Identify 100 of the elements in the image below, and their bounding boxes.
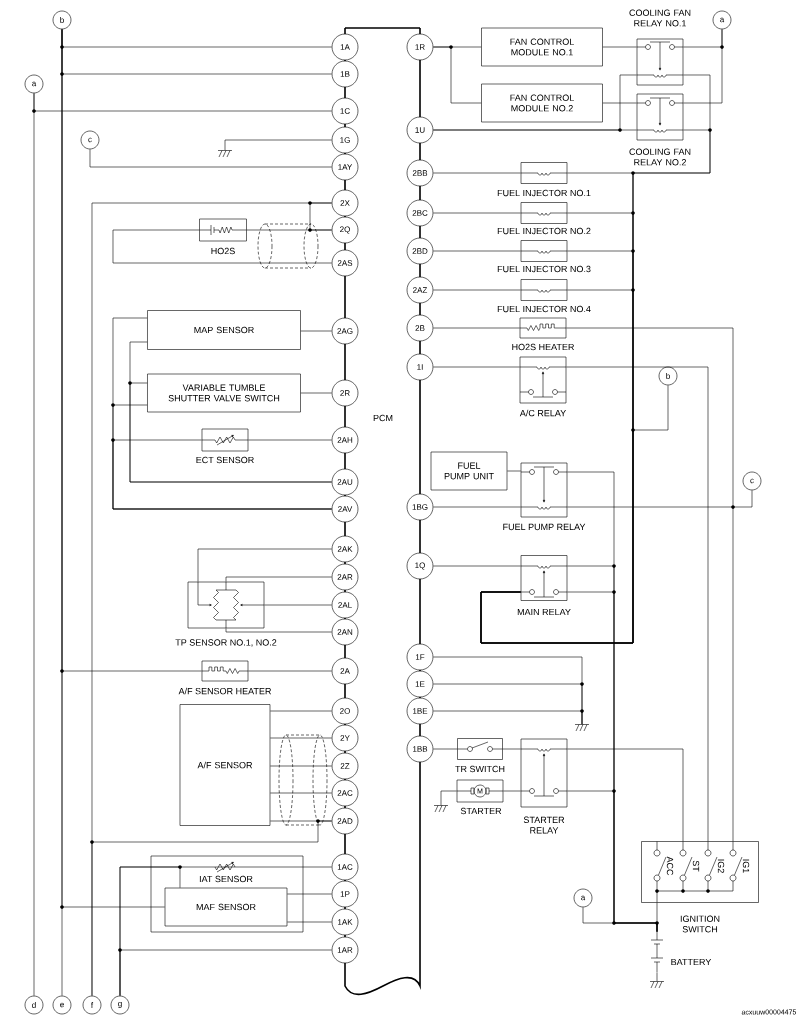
- wire: [61, 29, 165, 908]
- wire: [224, 139, 332, 151]
- wire: [507, 470, 521, 472]
- terminal-pin: 2Z: [331, 752, 359, 780]
- wire: [433, 327, 520, 329]
- wire: [433, 129, 637, 131]
- wire: [433, 506, 521, 508]
- wire: [225, 628, 332, 633]
- wire: [270, 737, 332, 739]
- terminal-pin: 1B: [331, 60, 359, 88]
- terminal-pin: 2AZ: [406, 276, 434, 304]
- wire: [602, 46, 637, 48]
- wire: [89, 149, 332, 168]
- component-label: BATTERY: [671, 958, 712, 966]
- terminal-pin: 2AH: [331, 426, 359, 454]
- terminal-pin: 1BE: [406, 697, 434, 725]
- terminal-pin: 1BG: [406, 493, 434, 521]
- wire: [566, 366, 709, 842]
- terminal-pin: 1AC: [331, 853, 359, 881]
- terminal-pin: 2AG: [331, 317, 359, 345]
- wire: [270, 710, 332, 712]
- wire: [309, 202, 332, 231]
- wire: [502, 748, 521, 750]
- wire: [503, 790, 521, 792]
- terminal-pin: 1P: [331, 880, 359, 908]
- wire: [433, 748, 458, 750]
- wire: [225, 576, 332, 582]
- terminal-pin: 1A: [331, 33, 359, 61]
- wire: [112, 229, 332, 264]
- terminal-pin: 1AY: [331, 153, 359, 181]
- terminal-pin: 2X: [331, 189, 359, 217]
- wire: [248, 439, 332, 441]
- wire: [433, 289, 521, 291]
- terminal-pin: 1BB: [406, 735, 434, 763]
- terminal-pin: 2AL: [331, 591, 359, 619]
- component-box: MAF SENSOR: [164, 887, 288, 927]
- terminal-pin: 2AN: [331, 618, 359, 646]
- component-box: VARIABLE TUMBLE SHUTTER VALVE SWITCH: [147, 373, 301, 413]
- terminal-pin: 2BC: [406, 199, 434, 227]
- terminal-pin: 2AD: [331, 807, 359, 835]
- wire: [433, 710, 583, 725]
- terminal-pin: 2R: [331, 379, 359, 407]
- ignition-switch: ACC ST IG2 IG1 IGNITION SWITCH: [641, 841, 759, 933]
- wire: [300, 330, 332, 332]
- wire: [433, 212, 521, 214]
- terminal-pin: 1AR: [331, 936, 359, 964]
- wire: [264, 604, 332, 606]
- terminal-pin: 1Q: [406, 552, 434, 580]
- terminal-pin: 2BD: [406, 237, 434, 265]
- ground-symbol: [574, 724, 590, 732]
- terminal-pin: 2AK: [331, 535, 359, 563]
- terminal-pin: 2A: [331, 657, 359, 685]
- wire: [480, 385, 669, 644]
- ground-symbol: [217, 150, 233, 158]
- wire: [270, 765, 332, 767]
- wire: [119, 949, 332, 996]
- wire: [602, 102, 637, 104]
- component-box: FAN CONTROL MODULE NO.1: [481, 27, 603, 67]
- wire: [656, 972, 658, 982]
- component-box: MAP SENSOR: [147, 310, 301, 350]
- terminal-pin: 2AC: [331, 779, 359, 807]
- battery-symbol: [650, 931, 664, 973]
- terminal-pin: 2AU: [331, 468, 359, 496]
- component-box: FAN CONTROL MODULE NO.2: [481, 83, 603, 123]
- ground-symbol: [649, 981, 665, 989]
- terminal-pin: 1I: [406, 353, 434, 381]
- wire: [566, 327, 734, 842]
- wire: [433, 172, 521, 174]
- terminal-pin: 2Q: [331, 216, 359, 244]
- terminal-pin: 2AR: [331, 563, 359, 591]
- wire: [91, 820, 332, 996]
- terminal-pin: 2BB: [406, 159, 434, 187]
- node-label: IGNITION SWITCH: [680, 915, 720, 933]
- wire: [129, 382, 332, 483]
- wire: [248, 670, 332, 672]
- terminal-pin: 1F: [406, 643, 434, 671]
- wire: [300, 392, 332, 394]
- terminal-pin: 1AK: [331, 908, 359, 936]
- wire: [433, 46, 482, 104]
- terminal-pin: 1U: [406, 116, 434, 144]
- terminal-pin: 2AV: [331, 495, 359, 523]
- wire: [112, 439, 332, 510]
- wire: [287, 893, 332, 895]
- wire: [567, 748, 684, 842]
- terminal-pin: 2AS: [331, 249, 359, 277]
- wire: [440, 790, 457, 806]
- wire: [287, 921, 332, 923]
- terminal-pin: 2O: [331, 697, 359, 725]
- wire: [433, 366, 520, 368]
- wire: [270, 792, 332, 794]
- terminal-pin: 2B: [406, 314, 434, 342]
- terminal-pin: 1C: [331, 97, 359, 125]
- wire: [197, 548, 332, 582]
- terminal-pin: 1G: [331, 126, 359, 154]
- terminal-pin: 1R: [406, 33, 434, 61]
- ground-symbol: [433, 805, 449, 813]
- component-box: FUEL PUMP UNIT: [430, 451, 508, 491]
- wire: [33, 93, 35, 996]
- wire: [567, 490, 753, 508]
- terminal-pin: 2Y: [331, 724, 359, 752]
